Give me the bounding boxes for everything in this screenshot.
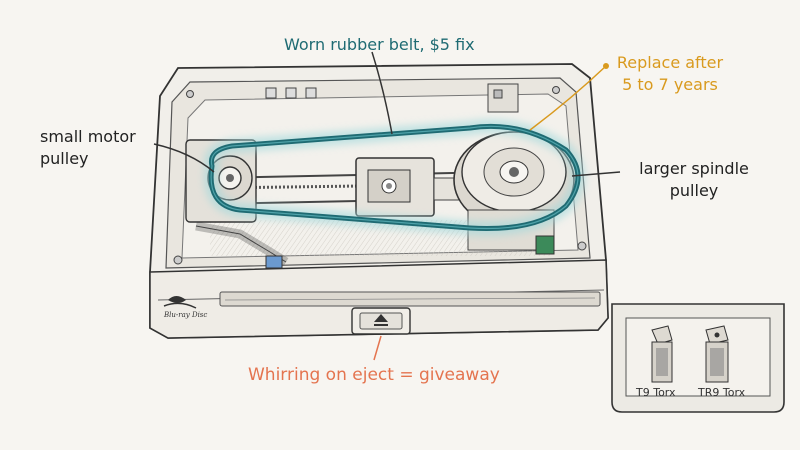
- spindle-pulley-label-line2: pulley: [669, 181, 719, 200]
- motor-pulley-label-line2: pulley: [40, 149, 89, 168]
- spindle-pulley-label-line1: larger spindle: [639, 159, 749, 178]
- pointer-lines: [153, 51, 621, 361]
- eject-button: [351, 307, 411, 335]
- replace-label-line1: Replace after: [616, 53, 724, 72]
- belt-label: Worn rubber belt, $5 fix: [284, 35, 475, 54]
- larger-spindle-pulley: [453, 131, 575, 255]
- laser-sled-assembly: [209, 157, 501, 217]
- tr9-torx-bit: [705, 325, 729, 383]
- t9-torx-label: T9 Torx: [636, 386, 676, 399]
- motor-pulley-label: small motor pulley: [40, 126, 136, 170]
- blu-ray-logo-text: Blu-ray Disc: [164, 311, 208, 319]
- replace-label: Replace after 5 to 7 years: [612, 52, 728, 96]
- blu-ray-logo-icon: [163, 296, 197, 309]
- eject-label: Whirring on eject = giveaway: [248, 365, 500, 385]
- eject-icon: [374, 314, 388, 322]
- torx-bit-tray: [611, 303, 785, 413]
- tr9-torx-label: TR9 Torx: [698, 386, 746, 399]
- rubber-belt: [204, 119, 585, 236]
- ribbon-cable: [195, 221, 289, 269]
- spindle-pulley-label: larger spindle pulley: [624, 158, 764, 202]
- t9-torx-bit: [651, 325, 673, 383]
- replace-label-line2: 5 to 7 years: [622, 75, 718, 94]
- motor-pulley-label-line1: small motor: [40, 127, 136, 146]
